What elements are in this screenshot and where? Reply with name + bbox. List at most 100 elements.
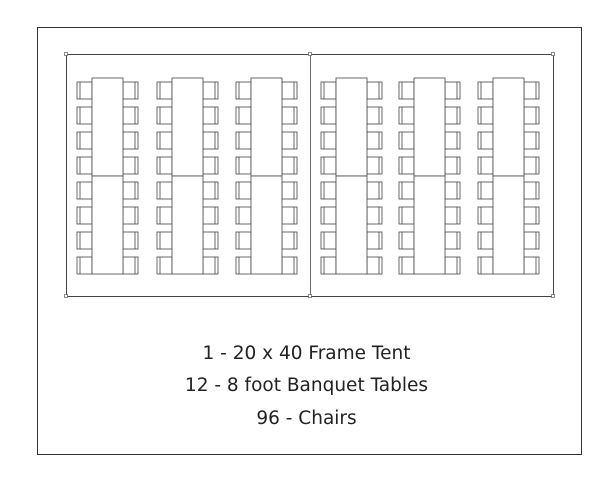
banquet-table: [492, 175, 525, 275]
chair: [156, 106, 173, 125]
chair: [281, 256, 298, 275]
chair: [477, 106, 494, 125]
chair: [398, 131, 415, 150]
chair: [444, 256, 461, 275]
chair: [156, 81, 173, 100]
chair: [76, 131, 93, 150]
chair: [122, 206, 139, 225]
chair: [320, 81, 337, 100]
chair: [122, 231, 139, 250]
chair: [122, 156, 139, 175]
chair: [477, 81, 494, 100]
chair: [398, 81, 415, 100]
tent-pole: [308, 52, 312, 56]
chair: [235, 256, 252, 275]
chair: [320, 156, 337, 175]
chair: [444, 231, 461, 250]
caption-chairs: 96 - Chairs: [256, 408, 357, 429]
chair: [444, 81, 461, 100]
chair: [76, 256, 93, 275]
banquet-table: [413, 175, 446, 275]
chair: [76, 81, 93, 100]
banquet-table: [171, 175, 204, 275]
chair: [202, 206, 219, 225]
chair: [281, 206, 298, 225]
chair: [523, 131, 540, 150]
chair: [444, 106, 461, 125]
chair: [122, 181, 139, 200]
chair: [281, 181, 298, 200]
chair: [202, 131, 219, 150]
tent-pole: [551, 294, 555, 298]
chair: [366, 256, 383, 275]
chair: [202, 81, 219, 100]
banquet-table: [91, 77, 124, 177]
chair: [366, 206, 383, 225]
chair: [366, 131, 383, 150]
tent-pole: [551, 52, 555, 56]
chair: [366, 181, 383, 200]
chair: [156, 156, 173, 175]
chair: [235, 156, 252, 175]
banquet-table: [91, 175, 124, 275]
chair: [523, 181, 540, 200]
chair: [398, 106, 415, 125]
banquet-table: [250, 175, 283, 275]
chair: [76, 206, 93, 225]
chair: [523, 231, 540, 250]
chair: [398, 231, 415, 250]
chair: [477, 156, 494, 175]
chair: [320, 231, 337, 250]
chair: [156, 206, 173, 225]
caption-tent: 1 - 20 x 40 Frame Tent: [202, 343, 411, 364]
chair: [320, 256, 337, 275]
chair: [523, 156, 540, 175]
chair: [281, 156, 298, 175]
chair: [122, 106, 139, 125]
banquet-table: [335, 77, 368, 177]
banquet-table: [171, 77, 204, 177]
chair: [444, 131, 461, 150]
tent-pole: [64, 294, 68, 298]
chair: [235, 181, 252, 200]
caption-tables: 12 - 8 foot Banquet Tables: [184, 375, 429, 396]
chair: [477, 181, 494, 200]
chair: [122, 256, 139, 275]
chair: [235, 231, 252, 250]
chair: [320, 106, 337, 125]
chair: [320, 181, 337, 200]
chair: [477, 206, 494, 225]
chair: [156, 181, 173, 200]
chair: [523, 106, 540, 125]
chair: [235, 106, 252, 125]
chair: [398, 206, 415, 225]
chair: [156, 231, 173, 250]
chair: [235, 131, 252, 150]
chair: [76, 181, 93, 200]
chair: [76, 106, 93, 125]
chair: [366, 106, 383, 125]
chair: [477, 131, 494, 150]
chair: [444, 156, 461, 175]
banquet-table: [413, 77, 446, 177]
chair: [235, 206, 252, 225]
chair: [366, 156, 383, 175]
chair: [156, 256, 173, 275]
banquet-table: [335, 175, 368, 275]
chair: [320, 206, 337, 225]
chair: [281, 131, 298, 150]
chair: [366, 81, 383, 100]
chair: [523, 206, 540, 225]
chair: [156, 131, 173, 150]
chair: [477, 231, 494, 250]
chair: [202, 256, 219, 275]
chair: [122, 131, 139, 150]
chair: [76, 156, 93, 175]
banquet-table: [492, 77, 525, 177]
chair: [398, 156, 415, 175]
chair: [320, 131, 337, 150]
chair: [366, 231, 383, 250]
diagram-border: [37, 27, 582, 455]
chair: [202, 231, 219, 250]
